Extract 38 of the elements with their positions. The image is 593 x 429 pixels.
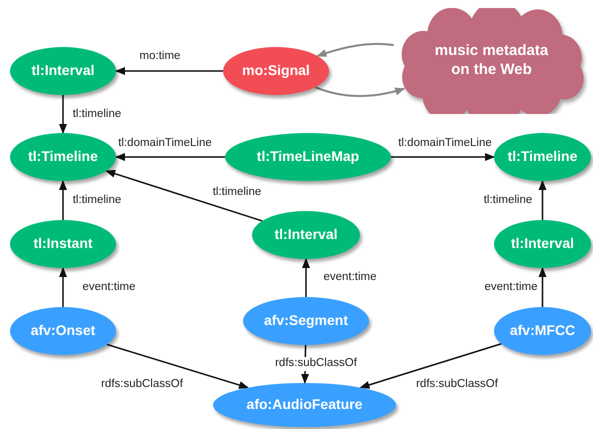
arrow <box>115 67 223 75</box>
class-ellipse <box>252 211 360 259</box>
edge-label: rdfs:subClassOf <box>273 357 359 371</box>
arrow <box>105 170 262 222</box>
class-ellipse <box>494 307 591 355</box>
node-label: tl:Interval <box>31 62 94 80</box>
node-label: tl:Interval <box>510 235 574 253</box>
node-label: music metadata on the Web <box>434 42 550 80</box>
arrow <box>59 180 67 220</box>
class-ellipse <box>243 297 369 345</box>
arrow <box>538 180 546 220</box>
class-ellipse <box>10 307 116 355</box>
class-ellipse <box>223 47 329 95</box>
arrow <box>316 42 394 57</box>
class-ellipse <box>494 133 591 181</box>
arrow <box>360 343 502 389</box>
node-label: afv:Onset <box>30 322 96 340</box>
class-ellipse <box>10 220 116 268</box>
arrow <box>106 344 249 389</box>
arrow <box>314 86 406 97</box>
arrow <box>538 267 546 307</box>
node-label: afv:MFCC <box>510 322 576 340</box>
node-label: afv:Segment <box>264 312 348 330</box>
arrow <box>391 153 495 161</box>
arrow <box>59 95 67 134</box>
class-ellipse <box>494 220 591 268</box>
arrow <box>115 153 225 161</box>
class-ellipse <box>10 47 116 95</box>
node-label: tl:Timeline <box>508 148 578 166</box>
node-label: tl:Instant <box>33 235 93 253</box>
node-label: afo:AudioFeature <box>246 396 362 414</box>
node-label: mo:Signal <box>242 62 310 80</box>
node-label: tl:Timeline <box>28 148 98 166</box>
class-ellipse <box>10 133 116 181</box>
arrow <box>59 267 67 307</box>
arrow <box>302 258 310 297</box>
node-label: tl:Interval <box>274 226 338 244</box>
node-label: tl:TimeLineMap <box>256 148 360 166</box>
